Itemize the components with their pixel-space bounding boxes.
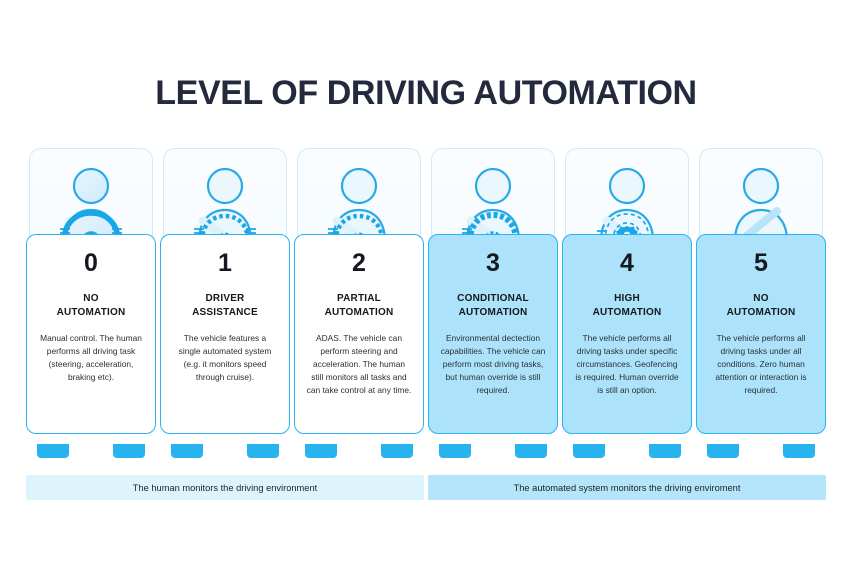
level-description: Environmental dectection capabilities. T…	[440, 333, 546, 396]
level-description: The vehicle performs all driving tasks u…	[715, 333, 807, 396]
banner-human-monitors: The human monitors the driving environme…	[26, 475, 424, 500]
level-number: 3	[486, 249, 500, 277]
foot-right	[649, 444, 681, 458]
card-feet-2	[294, 444, 424, 458]
driver-hands-on-dashed-wheel-icon	[164, 161, 286, 245]
level-card-1[interactable]: 1 DRIVER ASSISTANCE The vehicle features…	[160, 234, 290, 434]
level-column-1: 1 DRIVER ASSISTANCE The vehicle features…	[160, 148, 290, 458]
page-title: LEVEL OF DRIVING AUTOMATION	[155, 74, 697, 112]
driver-one-hand-dashed-wheel-icon	[298, 161, 420, 245]
level-number: 5	[754, 249, 768, 277]
level-name: NO AUTOMATION	[726, 293, 796, 318]
foot-right	[515, 444, 547, 458]
level-card-3[interactable]: 3 CONDITIONAL AUTOMATION Environmental d…	[428, 234, 558, 434]
level-name: PARTIAL AUTOMATION	[324, 293, 394, 318]
card-feet-4	[562, 444, 692, 458]
level-column-4: 4 HIGH AUTOMATION The vehicle performs a…	[562, 148, 692, 458]
level-card-4[interactable]: 4 HIGH AUTOMATION The vehicle performs a…	[562, 234, 692, 434]
level-description: ADAS. The vehicle can perform steering a…	[306, 333, 412, 396]
level-name: HIGH AUTOMATION	[592, 293, 662, 318]
level-column-0: 0 NO AUTOMATION Manual control. The huma…	[26, 148, 156, 458]
level-number: 4	[620, 249, 634, 277]
card-feet-1	[160, 444, 290, 458]
level-card-0[interactable]: 0 NO AUTOMATION Manual control. The huma…	[26, 234, 156, 434]
level-description: The vehicle features a single automated …	[178, 333, 272, 383]
foot-left	[171, 444, 203, 458]
foot-right	[381, 444, 413, 458]
foot-right	[113, 444, 145, 458]
level-card-5[interactable]: 5 NO AUTOMATION The vehicle performs all…	[696, 234, 826, 434]
card-feet-3	[428, 444, 558, 458]
level-column-2: 2 PARTIAL AUTOMATION ADAS. The vehicle c…	[294, 148, 424, 458]
level-name: CONDITIONAL AUTOMATION	[457, 293, 529, 318]
card-feet-5	[696, 444, 826, 458]
level-column-3: 3 CONDITIONAL AUTOMATION Environmental d…	[428, 148, 558, 458]
foot-left	[573, 444, 605, 458]
levels-row: 0 NO AUTOMATION Manual control. The huma…	[26, 148, 826, 458]
foot-right	[783, 444, 815, 458]
passenger-seatbelt-no-wheel-icon	[700, 161, 822, 245]
foot-left	[37, 444, 69, 458]
driver-gear-dashed-wheel-icon	[566, 161, 688, 245]
driver-hands-on-solid-wheel-icon	[30, 161, 152, 245]
monitoring-banners: The human monitors the driving environme…	[26, 475, 826, 500]
foot-left	[305, 444, 337, 458]
foot-left	[707, 444, 739, 458]
driver-one-hand-automated-wheel-icon	[432, 161, 554, 245]
level-name: DRIVER ASSISTANCE	[192, 293, 258, 318]
level-card-2[interactable]: 2 PARTIAL AUTOMATION ADAS. The vehicle c…	[294, 234, 424, 434]
foot-left	[439, 444, 471, 458]
level-description: The vehicle performs all driving tasks u…	[575, 333, 679, 396]
level-number: 0	[84, 249, 98, 277]
banner-system-monitors: The automated system monitors the drivin…	[428, 475, 826, 500]
level-column-5: 5 NO AUTOMATION The vehicle performs all…	[696, 148, 826, 458]
level-name: NO AUTOMATION	[56, 293, 126, 318]
level-number: 1	[218, 249, 232, 277]
level-description: Manual control. The human performs all d…	[40, 333, 142, 383]
level-number: 2	[352, 249, 366, 277]
card-feet-0	[26, 444, 156, 458]
foot-right	[247, 444, 279, 458]
